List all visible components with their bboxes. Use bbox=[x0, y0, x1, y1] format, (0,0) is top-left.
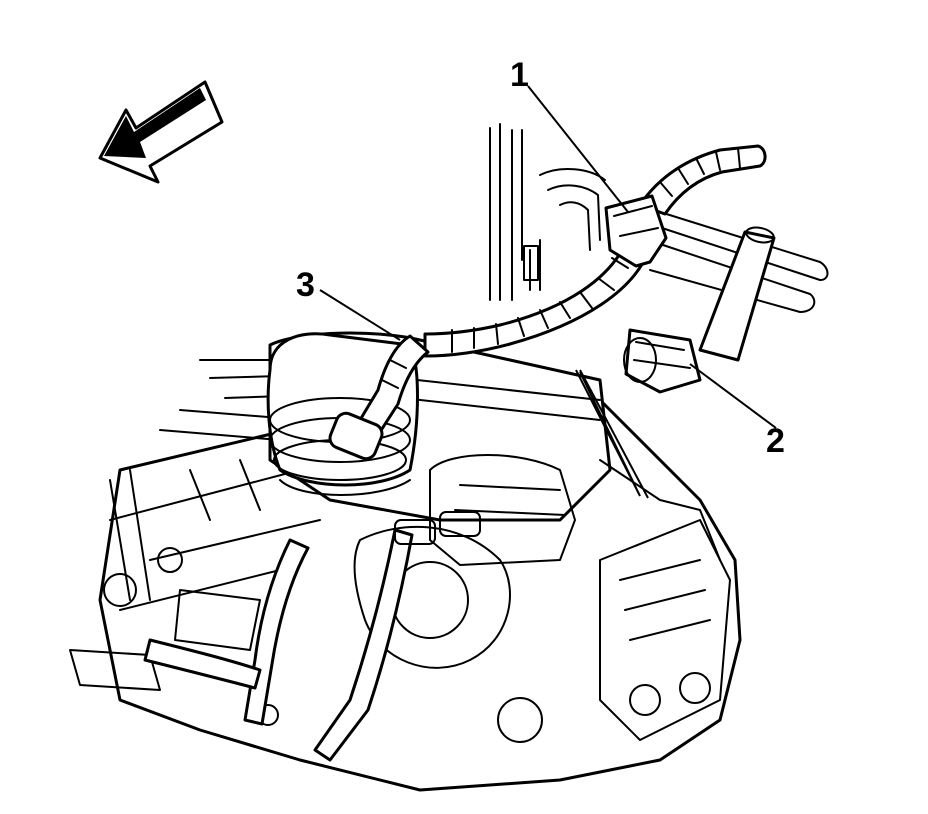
leader-lines bbox=[319, 85, 777, 499]
lower-hoses bbox=[143, 511, 481, 762]
callout-1: 1 bbox=[510, 56, 529, 94]
hose-clip bbox=[604, 194, 668, 268]
air-inlet-body bbox=[266, 332, 419, 496]
upper-hose bbox=[638, 144, 767, 216]
right-hose bbox=[623, 226, 776, 394]
callout-2: 2 bbox=[766, 422, 785, 460]
callout-3: 3 bbox=[296, 266, 315, 304]
front-direction-arrow-icon bbox=[98, 80, 224, 184]
